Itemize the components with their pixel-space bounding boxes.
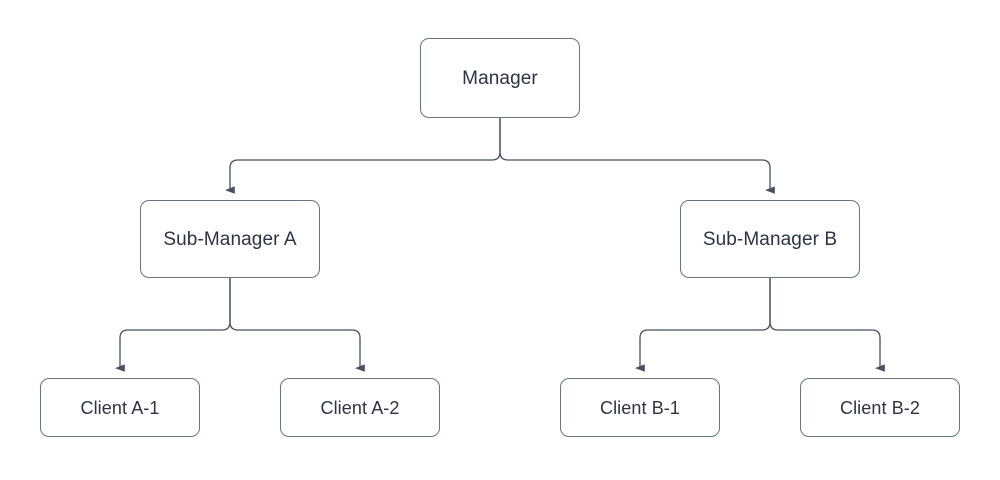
node-manager-label: Manager: [462, 67, 538, 89]
edge-sub-manager-b-to-client-b2: [769, 277, 885, 372]
node-manager[interactable]: Manager: [420, 38, 580, 118]
edge-sub-manager-a-to-client-a2: [229, 277, 365, 372]
node-client-b1-label: Client B-1: [599, 397, 681, 418]
node-client-b1[interactable]: Client B-1: [560, 378, 720, 437]
node-sub-manager-b-label: Sub-Manager B: [702, 228, 838, 250]
node-client-a1-label: Client A-1: [80, 397, 160, 418]
edge-sub-manager-b-to-client-b1: [634, 277, 771, 372]
edge-manager-to-sub-manager-a: [224, 117, 501, 194]
edge-manager-to-sub-manager-b: [499, 117, 775, 194]
node-sub-manager-a-label: Sub-Manager A: [163, 228, 297, 250]
node-client-a1[interactable]: Client A-1: [40, 378, 200, 437]
node-client-a2[interactable]: Client A-2: [280, 378, 440, 437]
node-sub-manager-b[interactable]: Sub-Manager B: [680, 200, 860, 278]
node-client-b2[interactable]: Client B-2: [800, 378, 960, 437]
node-client-b2-label: Client B-2: [839, 397, 921, 418]
node-client-a2-label: Client A-2: [320, 397, 400, 418]
node-sub-manager-a[interactable]: Sub-Manager A: [140, 200, 320, 278]
edge-sub-manager-a-to-client-a1: [114, 277, 231, 372]
